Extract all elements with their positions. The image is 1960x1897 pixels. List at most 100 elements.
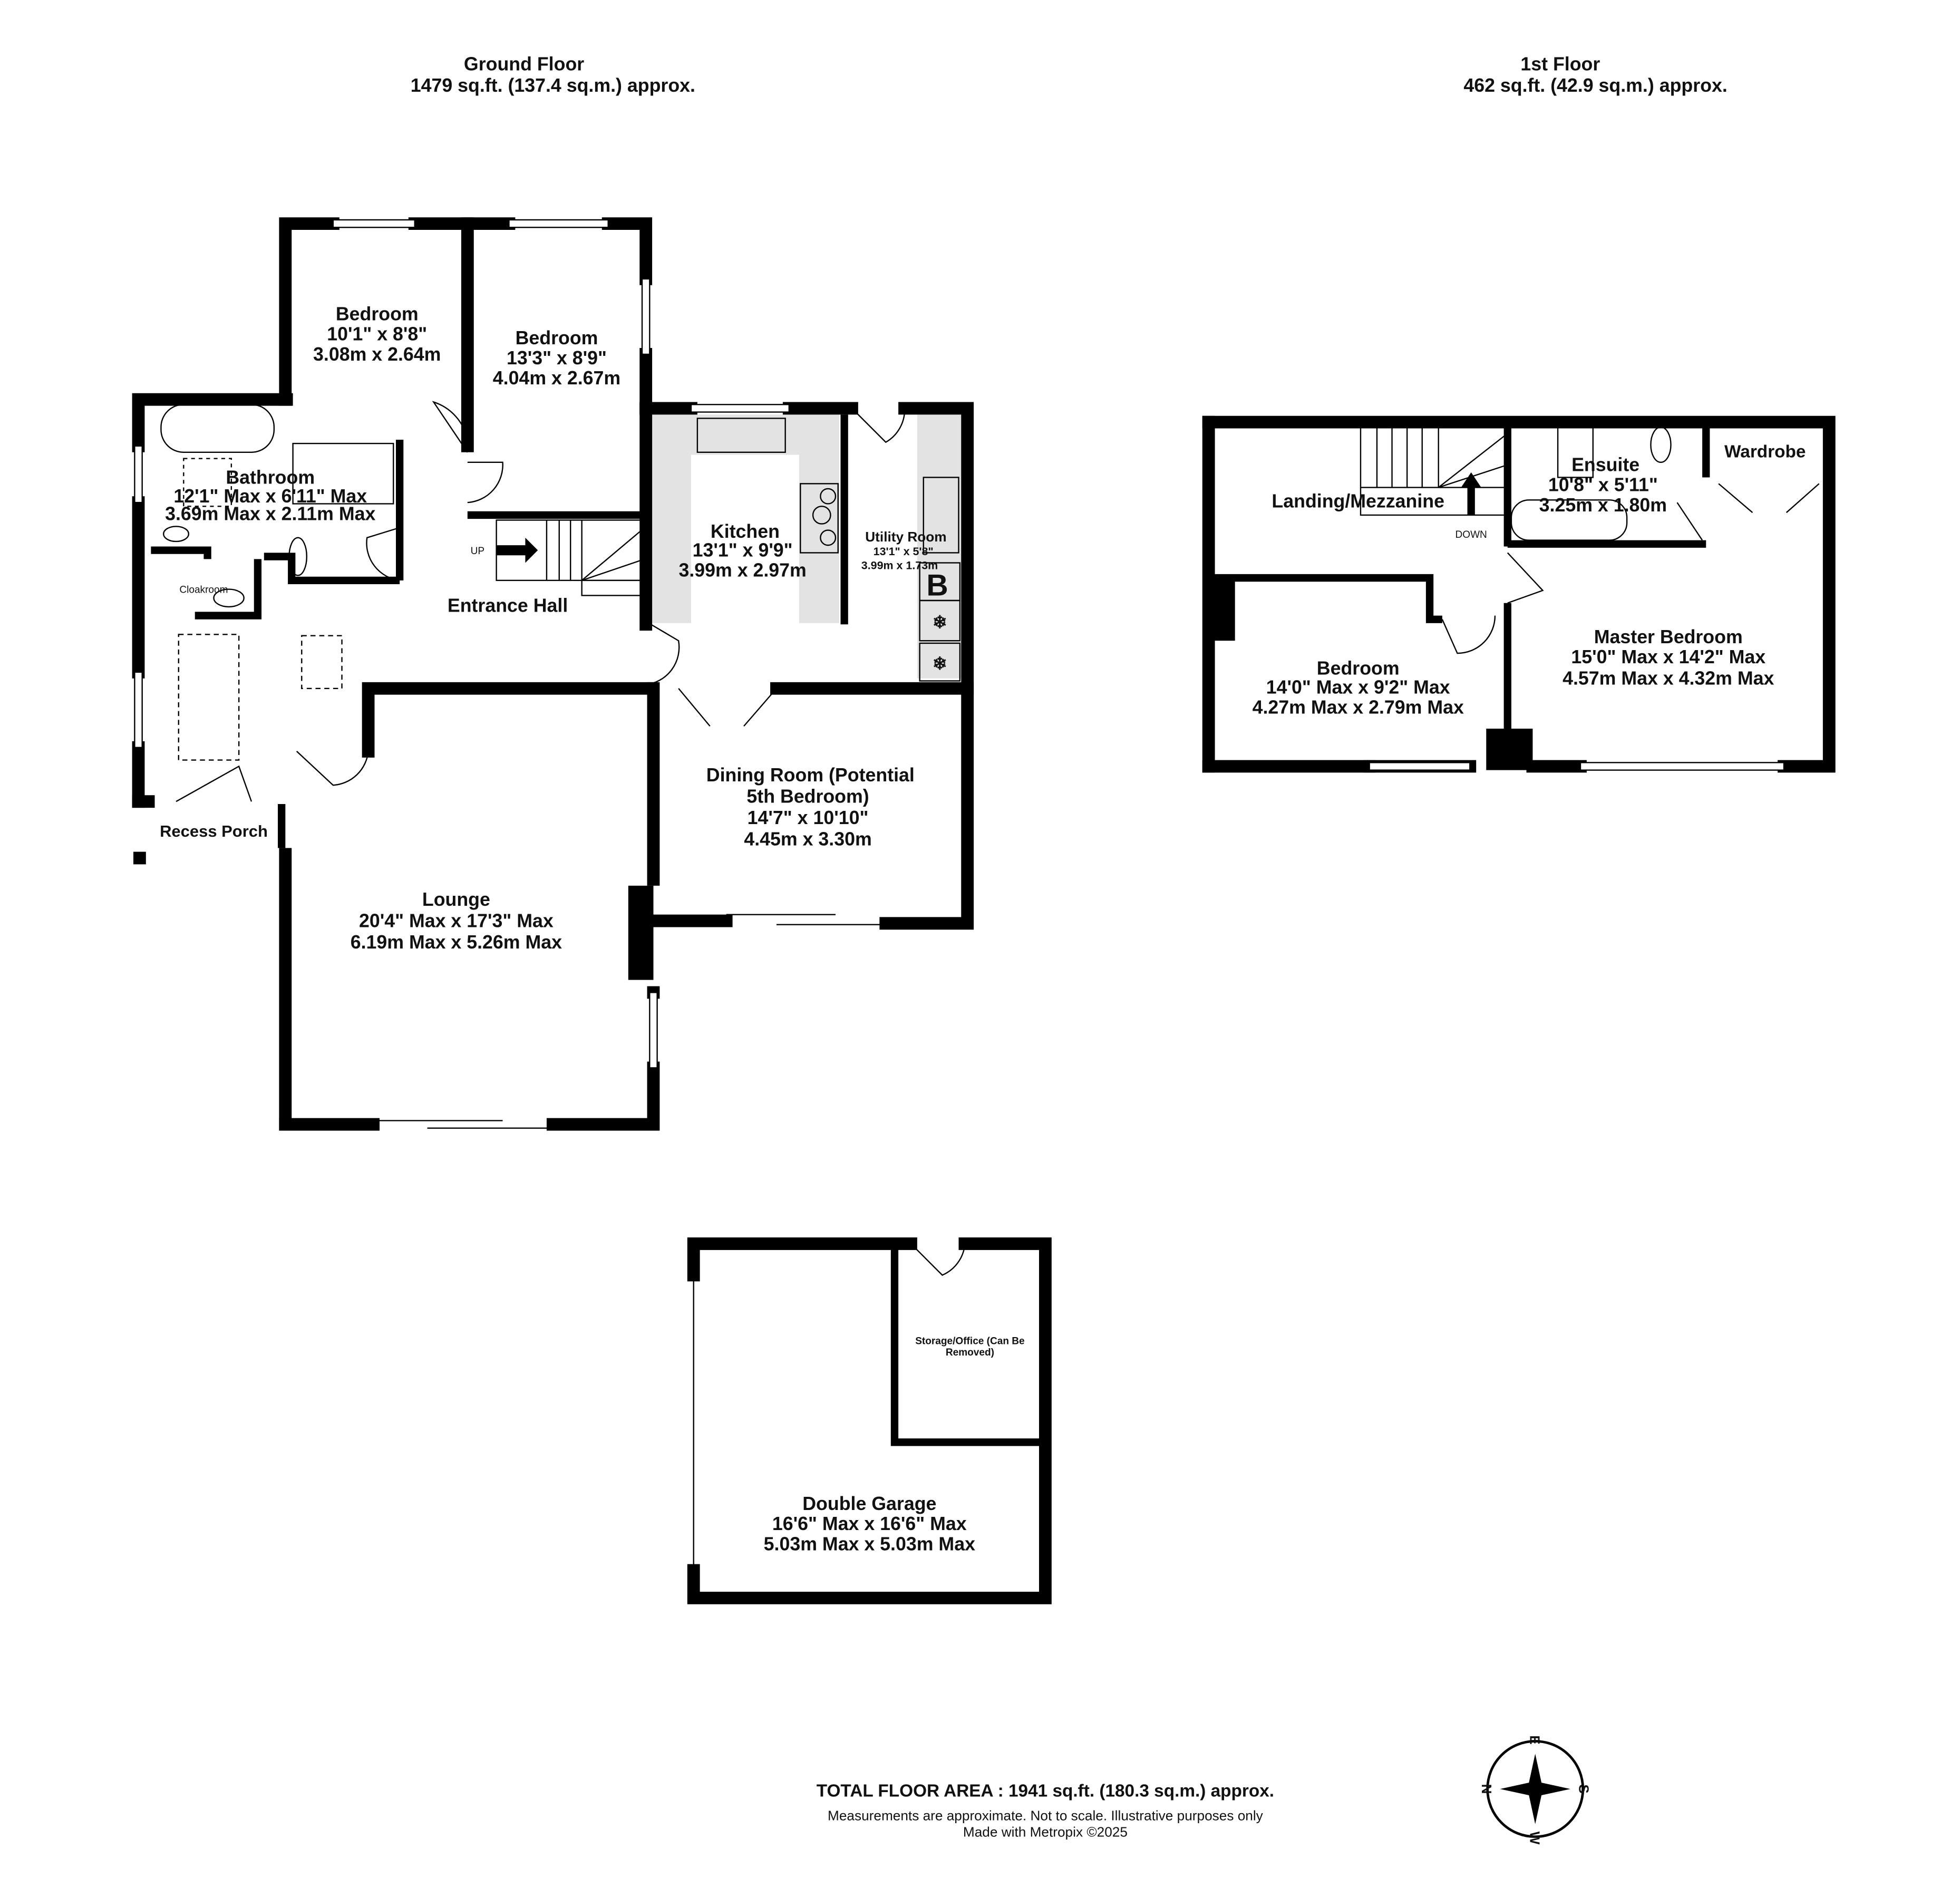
room-name: Bathroom xyxy=(226,467,315,488)
room-dimensions-metric: 3.25m x 1.80m xyxy=(1539,495,1667,516)
compass-north: N xyxy=(1479,1784,1495,1794)
room-dimensions-metric: 5.03m Max x 5.03m Max xyxy=(764,1533,975,1554)
stairs-up: UP xyxy=(471,519,645,596)
room-entrance-hall: Entrance Hall xyxy=(448,595,568,616)
bath-icon xyxy=(1510,499,1628,541)
utility-counter xyxy=(917,414,962,679)
room-dimensions-metric: 4.45m x 3.30m xyxy=(744,829,871,850)
room-dimensions-imperial: 13'3" x 8'9" xyxy=(507,347,607,369)
room-dimensions-imperial: 14'7" x 10'10" xyxy=(748,807,869,828)
hob-icon xyxy=(800,483,839,554)
room-double-garage: Double Garage xyxy=(802,1493,936,1514)
room-landing: Landing/Mezzanine xyxy=(1272,491,1444,512)
snowflake-icon: ❄ xyxy=(933,654,947,674)
basin-icon xyxy=(1557,426,1594,478)
room-cloakroom: Cloakroom xyxy=(179,585,228,596)
toilet-icon xyxy=(1650,426,1672,463)
room-name: Bedroom xyxy=(516,327,598,349)
first-floor-area: 462 sq.ft. (42.9 sq.m.) approx. xyxy=(1463,75,1727,96)
boiler-label: B xyxy=(926,568,948,602)
utility-sink-icon xyxy=(923,477,959,554)
compass-east: E xyxy=(1527,1735,1543,1744)
fireplace xyxy=(628,885,654,980)
ground-floor-header: Ground Floor 1479 sq.ft. (137.4 sq.m.) a… xyxy=(411,53,695,96)
room-name: Dining Room (Potential xyxy=(706,764,915,786)
room-dimensions-metric: 4.27m Max x 2.79m Max xyxy=(1253,696,1464,718)
room-lounge: Lounge 20'4" Max x 17'3" Max 6.19m Max x… xyxy=(351,889,562,953)
ground-floor-area: 1479 sq.ft. (137.4 sq.m.) approx. xyxy=(411,75,695,96)
room-dimensions-metric: 3.69m Max x 2.11m Max xyxy=(165,503,375,524)
arrow-up-icon xyxy=(496,537,538,563)
compass-icon: E N S W xyxy=(1479,1735,1592,1844)
room-name: Bedroom xyxy=(1317,658,1400,679)
arrow-down-icon xyxy=(1461,472,1481,515)
room-wardrobe: Wardrobe xyxy=(1724,442,1806,461)
room-name: Kitchen xyxy=(711,521,780,542)
room-dimensions-imperial: 10'8" x 5'11" xyxy=(1548,475,1658,496)
room-recess-porch: Recess Porch xyxy=(160,822,268,840)
room-bedroom-1: Bedroom 10'1" x 8'8" 3.08m x 2.64m xyxy=(313,304,441,365)
kitchen-counter xyxy=(799,414,840,623)
room-dimensions-imperial: 10'1" x 8'8" xyxy=(327,324,427,345)
footer: TOTAL FLOOR AREA : 1941 sq.ft. (180.3 sq… xyxy=(817,1781,1274,1840)
room-dimensions-metric: 3.99m x 1.73m xyxy=(861,559,938,572)
room-dimensions-imperial: 13'1" x 5'8" xyxy=(874,545,934,558)
room-dimensions-metric: 6.19m Max x 5.26m Max xyxy=(351,932,562,953)
snowflake-icon: ❄ xyxy=(933,613,947,632)
compass-south: S xyxy=(1576,1784,1592,1793)
room-name: Bedroom xyxy=(336,304,419,325)
toilet-icon xyxy=(288,537,308,576)
disclaimer: Measurements are approximate. Not to sca… xyxy=(828,1808,1264,1824)
room-name: Lounge xyxy=(422,889,490,910)
fixtures: B ❄ ❄ xyxy=(160,404,961,761)
room-dimensions-imperial: 15'0" Max x 14'2" Max xyxy=(1571,646,1765,667)
windows xyxy=(134,219,886,1129)
walls xyxy=(132,217,974,1131)
credit: Made with Metropix ©2025 xyxy=(963,1824,1128,1840)
room-dining: Dining Room (Potential 5th Bedroom) 14'7… xyxy=(706,764,915,850)
room-dimensions-imperial: 12'1" Max x 6'11" Max xyxy=(173,486,367,507)
freezer-icon xyxy=(919,599,961,642)
room-bathroom: Bathroom 12'1" Max x 6'11" Max 3.69m Max… xyxy=(165,467,375,524)
sink-icon xyxy=(696,418,786,453)
kitchen-counter xyxy=(651,414,691,623)
first-floor-plan: DOWN Landing/Mezzanine Ensuite 10'8" x 5… xyxy=(1202,415,1836,773)
room-dimensions-metric: 3.99m x 2.97m xyxy=(678,560,806,581)
stairs-down-label: DOWN xyxy=(1456,529,1487,540)
garage-plan: Storage/Office (Can Be Removed) Double G… xyxy=(687,1237,1052,1604)
room-dimensions-imperial: 20'4" Max x 17'3" Max xyxy=(359,910,554,931)
room-ensuite: Ensuite 10'8" x 5'11" 3.25m x 1.80m xyxy=(1539,454,1667,516)
doors xyxy=(176,401,906,802)
room-master-bedroom: Master Bedroom 15'0" Max x 14'2" Max 4.5… xyxy=(1563,626,1774,689)
toilet-icon xyxy=(213,588,245,608)
room-dimensions-metric: 4.04m x 2.67m xyxy=(493,367,620,389)
total-floor-area: TOTAL FLOOR AREA : 1941 sq.ft. (180.3 sq… xyxy=(817,1781,1274,1801)
bath-icon xyxy=(160,404,275,453)
room-name: Master Bedroom xyxy=(1594,626,1743,647)
room-bedroom-2: Bedroom 13'3" x 8'9" 4.04m x 2.67m xyxy=(493,327,620,389)
stairs-up-label: UP xyxy=(471,546,484,557)
room-name: Ensuite xyxy=(1571,454,1639,476)
room-storage-office: Storage/Office (Can Be xyxy=(915,1336,1024,1347)
room-dimensions-metric: 4.57m Max x 4.32m Max xyxy=(1563,668,1774,689)
ground-floor-plan: B ❄ ❄ UP Bedroom 10'1" x 8'8" 3.08m x 2.… xyxy=(132,217,974,1131)
first-floor-header: 1st Floor 462 sq.ft. (42.9 sq.m.) approx… xyxy=(1463,53,1727,96)
room-utility: Utility Room 13'1" x 5'8" 3.99m x 1.73m xyxy=(861,529,947,572)
room-first-bedroom: Bedroom 14'0" Max x 9'2" Max 4.27m Max x… xyxy=(1253,658,1464,718)
fridge-icon xyxy=(919,642,961,682)
room-kitchen: Kitchen 13'1" x 9'9" 3.99m x 2.97m xyxy=(678,521,806,581)
skylight-icon xyxy=(301,635,343,689)
shower-tray-icon xyxy=(292,442,394,505)
ground-floor-title: Ground Floor xyxy=(464,53,584,74)
skylight-icon xyxy=(183,458,232,507)
compass-west: W xyxy=(1527,1832,1543,1845)
room-dimensions-imperial: 13'1" x 9'9" xyxy=(693,540,793,561)
room-name: 5th Bedroom) xyxy=(746,786,869,807)
room-dimensions-imperial: 14'0" Max x 9'2" Max xyxy=(1266,676,1450,698)
skylight-icon xyxy=(178,634,240,761)
room-dimensions-imperial: 16'6" Max x 16'6" Max xyxy=(772,1513,967,1534)
room-dimensions-metric: 3.08m x 2.64m xyxy=(313,344,441,365)
first-floor-title: 1st Floor xyxy=(1520,53,1600,74)
basin-icon xyxy=(163,526,190,543)
